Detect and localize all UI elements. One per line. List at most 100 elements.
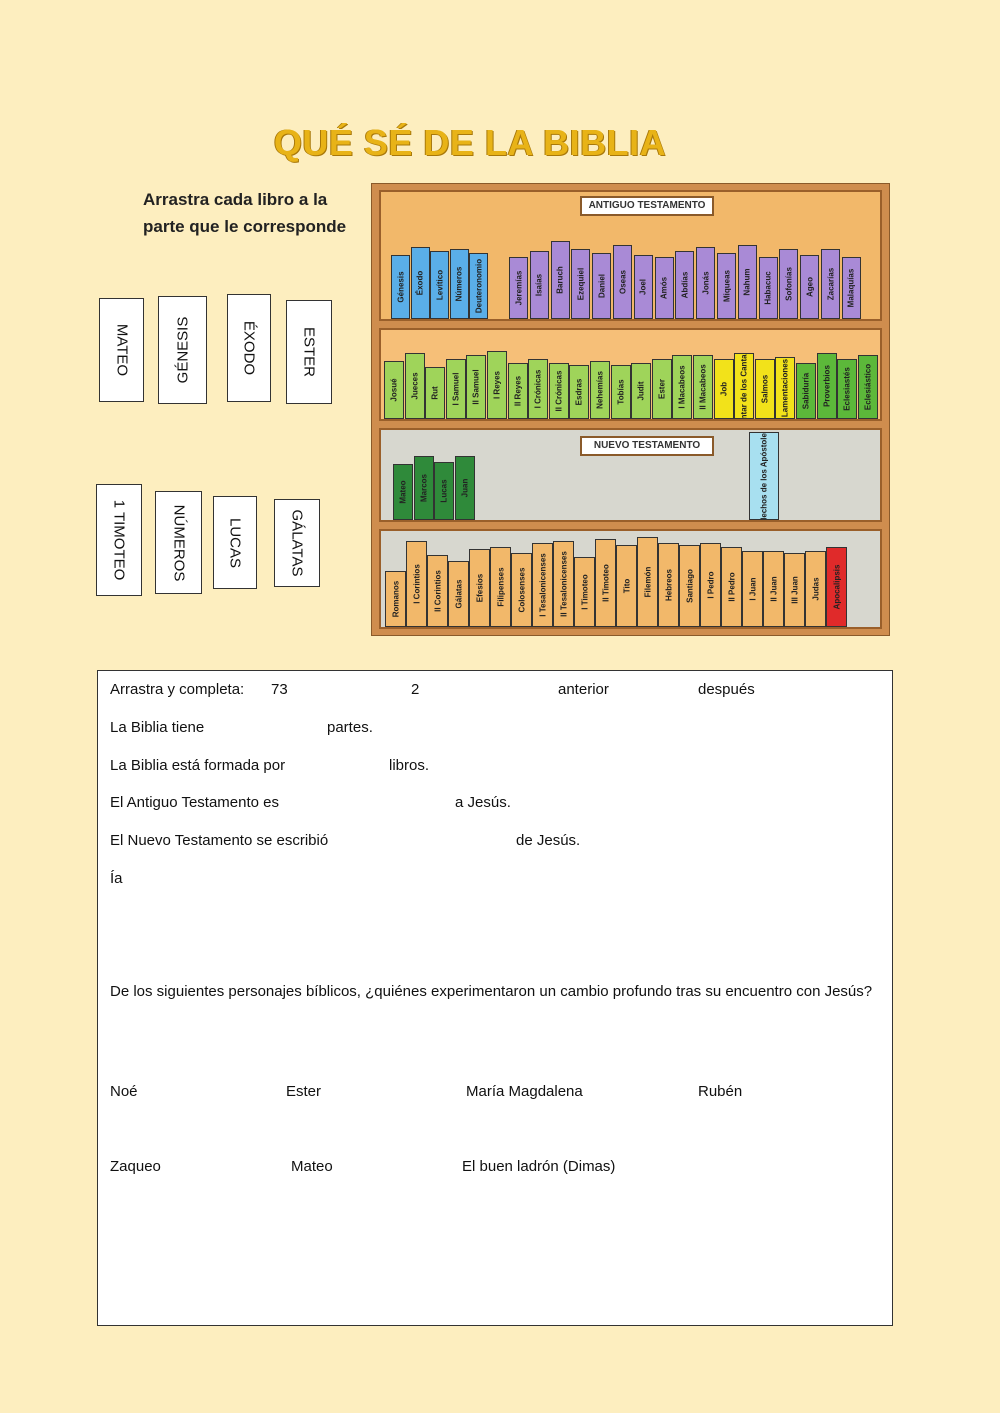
book-i-juan: I Juan xyxy=(742,551,763,627)
book-title: Santiago xyxy=(685,569,694,603)
book-title: Juan xyxy=(460,478,469,498)
book-hebreos: Hebreos xyxy=(658,543,679,627)
book-title: Josué xyxy=(389,378,399,402)
book-ii-tesalonicenses: II Tesalonicenses xyxy=(553,541,574,627)
book-esdras: Esdras xyxy=(569,365,590,419)
book-title: Deuteronomio xyxy=(474,258,483,314)
book-ii-juan: II Juan xyxy=(763,551,784,627)
option-2[interactable]: 2 xyxy=(411,681,420,698)
sentence-1-start: La Biblia tiene xyxy=(110,719,205,736)
book-baruch: Baruch xyxy=(550,241,570,319)
book-oseas: Oseas xyxy=(613,245,632,319)
book-title: I Pedro xyxy=(706,571,715,599)
book-i-crónicas: I Crónicas xyxy=(528,359,549,419)
book-title: I Macabeos xyxy=(677,365,687,409)
book-hechos-de-los-apóstoles: Hechos de los Apóstoles xyxy=(749,432,779,520)
book-tobías: Tobías xyxy=(610,365,631,419)
book-judit: Judit xyxy=(631,363,652,419)
book-i-corintios: I Corintios xyxy=(406,541,427,627)
book-isaías: Isaías xyxy=(529,251,549,319)
book-ii-corintios: II Corintios xyxy=(427,555,448,627)
book-title: III Juan xyxy=(790,576,799,604)
book-jeremías: Jeremías xyxy=(509,257,528,319)
card-galatas[interactable]: GÁLATAS xyxy=(274,499,320,587)
book-i-timoteo: I Timoteo xyxy=(574,557,595,627)
book-title: II Reyes xyxy=(513,375,523,407)
book-marcos: Marcos xyxy=(413,456,434,520)
book-éxodo: Éxodo xyxy=(410,247,430,319)
book-title: Efesios xyxy=(475,573,484,603)
book-title: II Tesalonicenses xyxy=(559,551,568,617)
card-numeros[interactable]: NÚMEROS xyxy=(155,491,202,594)
book-title: Isaías xyxy=(534,273,544,297)
book-miqueas: Miqueas xyxy=(717,253,736,319)
book-abdías: Abdías xyxy=(675,251,695,319)
exercise-prompt: Arrastra y completa: xyxy=(110,681,245,698)
book-lucas: Lucas xyxy=(434,462,454,520)
sentence-2-start: La Biblia está formada por xyxy=(110,757,286,774)
book-colosenses: Colosenses xyxy=(511,553,532,627)
sentence-4-start: El Nuevo Testamento se escribió xyxy=(110,832,329,849)
book-title: Apocalipsis xyxy=(832,564,841,610)
sentence-1-end: partes. xyxy=(327,719,373,736)
book-juan: Juan xyxy=(454,456,475,520)
option-despues[interactable]: después xyxy=(698,681,755,698)
option-73[interactable]: 73 xyxy=(271,681,288,698)
card-exodo[interactable]: ÉXODO xyxy=(227,294,271,402)
sentence-3-start: El Antiguo Testamento es xyxy=(110,794,279,811)
question-text: De los siguientes personajes bíblicos, ¿… xyxy=(110,983,873,1000)
card-genesis[interactable]: GÉNESIS xyxy=(158,296,207,404)
book-title: Joel xyxy=(638,278,648,296)
book-title: Éxodo xyxy=(415,270,425,296)
card-1-timoteo[interactable]: 1 TIMOTEO xyxy=(96,484,142,596)
book-title: I Tesalonicenses xyxy=(538,553,547,617)
book-salmos: Salmos xyxy=(754,359,775,419)
book-title: Sofonías xyxy=(784,267,794,301)
book-habacuc: Habacuc xyxy=(758,257,778,319)
exercise-box: Arrastra y completa: 73 2 anterior despu… xyxy=(97,670,893,1326)
sentence-4-end: de Jesús. xyxy=(516,832,581,849)
card-ester[interactable]: ESTER xyxy=(286,300,332,404)
book-title: Mateo xyxy=(398,480,408,504)
page-title: QUÉ SÉ DE LA BIBLIA xyxy=(273,122,667,163)
stray-text: Ía xyxy=(110,870,123,887)
book-title: Salmos xyxy=(760,374,770,404)
book-ii-samuel: II Samuel xyxy=(466,355,487,419)
card-lucas[interactable]: LUCAS xyxy=(213,496,257,589)
book-rut: Rut xyxy=(425,367,446,419)
card-mateo[interactable]: MATEO xyxy=(99,298,144,402)
book-title: Baruch xyxy=(555,266,565,294)
book-title: Amós xyxy=(659,276,669,300)
book-title: Rut xyxy=(430,386,440,400)
book-i-pedro: I Pedro xyxy=(700,543,721,627)
character-mateo[interactable]: Mateo xyxy=(291,1158,333,1175)
book-title: Esdras xyxy=(574,378,584,406)
character-maria-magdalena[interactable]: María Magdalena xyxy=(466,1083,583,1100)
book-title: Lamentaciones xyxy=(780,358,790,418)
book-malaquías: Malaquías xyxy=(841,257,861,319)
book-title: Ezequiel xyxy=(576,267,586,301)
sentence-3-end: a Jesús. xyxy=(455,794,511,811)
book-zacarías: Zacarías xyxy=(821,249,840,319)
book-números: Números xyxy=(449,249,469,319)
book-title: Números xyxy=(454,266,464,302)
character-zaqueo[interactable]: Zaqueo xyxy=(110,1158,161,1175)
book-ii-macabeos: II Macabeos xyxy=(693,355,713,419)
book-title: Jueces xyxy=(410,372,420,400)
character-buen-ladron[interactable]: El buen ladrón (Dimas) xyxy=(462,1158,616,1175)
option-anterior[interactable]: anterior xyxy=(558,681,609,698)
book-title: Tobías xyxy=(616,379,626,405)
character-ruben[interactable]: Rubén xyxy=(698,1083,743,1100)
book-title: Colosenses xyxy=(517,567,526,613)
book-title: Daniel xyxy=(597,273,607,299)
book-gálatas: Gálatas xyxy=(448,561,469,627)
book-ii-reyes: II Reyes xyxy=(507,363,528,419)
book-jonás: Jonás xyxy=(696,247,716,319)
book-jueces: Jueces xyxy=(404,353,425,419)
character-noe[interactable]: Noé xyxy=(110,1083,138,1100)
book-daniel: Daniel xyxy=(592,253,612,319)
book-ii-crónicas: II Crónicas xyxy=(548,363,569,419)
book-i-macabeos: I Macabeos xyxy=(672,355,693,419)
character-ester[interactable]: Ester xyxy=(286,1083,322,1100)
